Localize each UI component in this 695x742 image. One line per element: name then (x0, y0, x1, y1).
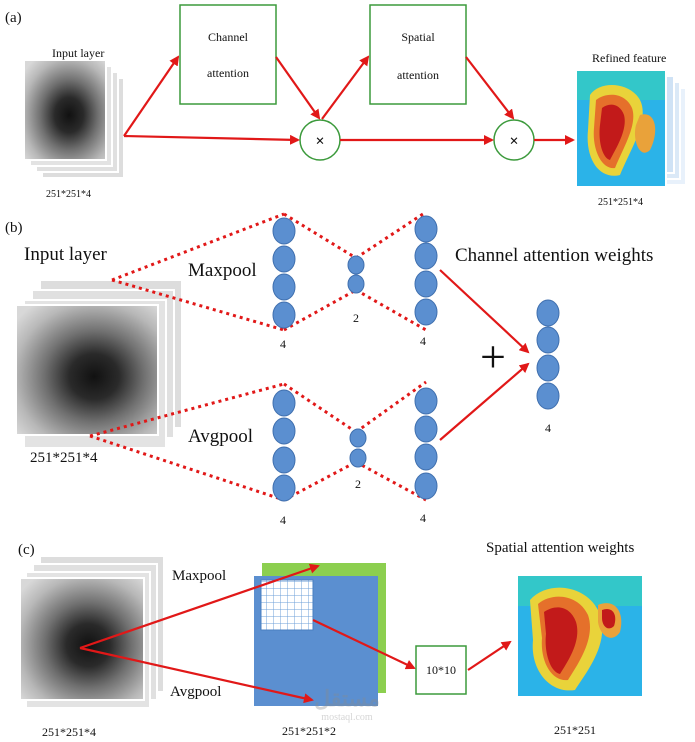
panel-a-arrows (123, 55, 575, 145)
maxpool-nodes (272, 215, 438, 329)
maxpool-hidden-node (347, 255, 365, 275)
panel-b-label: (b) (5, 220, 23, 236)
panel-a-output-size: 251*251*4 (598, 197, 643, 208)
maxpool-count-out: 4 (420, 334, 426, 348)
channel-attention-line1: Channel (208, 30, 249, 44)
maxpool-arrow (439, 269, 530, 354)
avgpool-label-b: Avgpool (188, 426, 253, 447)
maxpool-out-node (414, 215, 438, 243)
pooled-maps (254, 563, 386, 706)
watermark-arabic: مستقل (314, 686, 380, 711)
panel-b-input-stack (15, 279, 183, 449)
avgpool-count-out: 4 (420, 511, 426, 525)
avgpool-nodes (272, 387, 438, 502)
avgpool-hidden-node (349, 428, 367, 448)
pooled-size: 251*251*2 (282, 724, 336, 738)
avgpool-hidden-node (349, 448, 367, 468)
panel-a-output-label: Refined feature (592, 51, 666, 65)
maxpool-count-in: 4 (280, 337, 286, 351)
panel-b-input-label: Input layer (24, 244, 108, 265)
maxpool-node (272, 273, 296, 301)
maxpool-node (272, 245, 296, 273)
avgpool-arrow (439, 362, 530, 441)
maxpool-label-b: Maxpool (188, 260, 257, 281)
multiply-symbol-2: × (509, 133, 518, 150)
maxpool-out-node (414, 298, 438, 326)
avgpool-out-node (414, 415, 438, 443)
avgpool-out-node (414, 443, 438, 471)
channel-weight-node (536, 299, 560, 327)
panel-a: (a) Input layer 251*251*4 Channel attent… (5, 4, 687, 208)
panel-c-input-stack (19, 555, 165, 709)
panel-a-output-stack (575, 69, 687, 188)
maxpool-hidden-node (347, 274, 365, 294)
panel-a-input-size: 251*251*4 (46, 189, 91, 200)
panel-b-input-size: 251*251*4 (30, 450, 98, 466)
conv-kernel-box (415, 645, 467, 695)
maxpool-out-node (414, 270, 438, 298)
avgpool-node (272, 389, 296, 417)
panel-c-label: (c) (18, 542, 35, 558)
panel-b: (b) Input layer 251*251*4 Maxpool Avgpoo… (5, 210, 653, 527)
avgpool-node (272, 446, 296, 474)
avgpool-out-node (414, 472, 438, 500)
panel-b-dotted-lines (89, 210, 427, 502)
panel-a-label: (a) (5, 10, 22, 26)
channel-weight-count: 4 (545, 421, 551, 435)
spatial-attention-box (369, 4, 467, 105)
watermark: مستقل mostaql.com (314, 686, 380, 723)
panel-a-input-stack (23, 59, 125, 179)
channel-weight-node (536, 326, 560, 354)
avgpool-node (272, 474, 296, 502)
maxpool-count-hidden: 2 (353, 311, 359, 325)
maxpool-label-c: Maxpool (172, 568, 226, 584)
panel-c-input-size: 251*251*4 (42, 725, 96, 739)
spatial-weights-map (518, 576, 642, 696)
maxpool-node (272, 301, 296, 329)
watermark-latin: mostaql.com (321, 712, 373, 723)
plus-symbol: + (480, 331, 506, 382)
avgpool-out-node (414, 387, 438, 415)
spatial-attention-weights-label: Spatial attention weights (486, 540, 634, 556)
spatial-weights-size: 251*251 (554, 723, 596, 737)
panel-a-input-label: Input layer (52, 46, 104, 60)
channel-weight-node (536, 382, 560, 410)
channel-attention-box (179, 4, 277, 105)
avgpool-count-hidden: 2 (355, 477, 361, 491)
spatial-attention-line2: attention (397, 68, 439, 82)
avgpool-count-in: 4 (280, 513, 286, 527)
maxpool-out-node (414, 242, 438, 270)
channel-weight-nodes (536, 299, 560, 410)
conv-kernel-label: 10*10 (426, 663, 456, 677)
channel-attention-weights-label: Channel attention weights (455, 245, 653, 266)
panel-c-arrows (79, 563, 512, 704)
channel-attention-line2: attention (207, 66, 249, 80)
maxpool-node (272, 217, 296, 245)
channel-weight-node (536, 354, 560, 382)
avgpool-label-c: Avgpool (170, 684, 221, 700)
multiply-symbol-1: × (315, 133, 324, 150)
avgpool-node (272, 417, 296, 445)
spatial-attention-line1: Spatial (401, 30, 435, 44)
panel-c: (c) 251*251*4 Maxpool Avgpool 251*251*2 … (18, 540, 642, 739)
